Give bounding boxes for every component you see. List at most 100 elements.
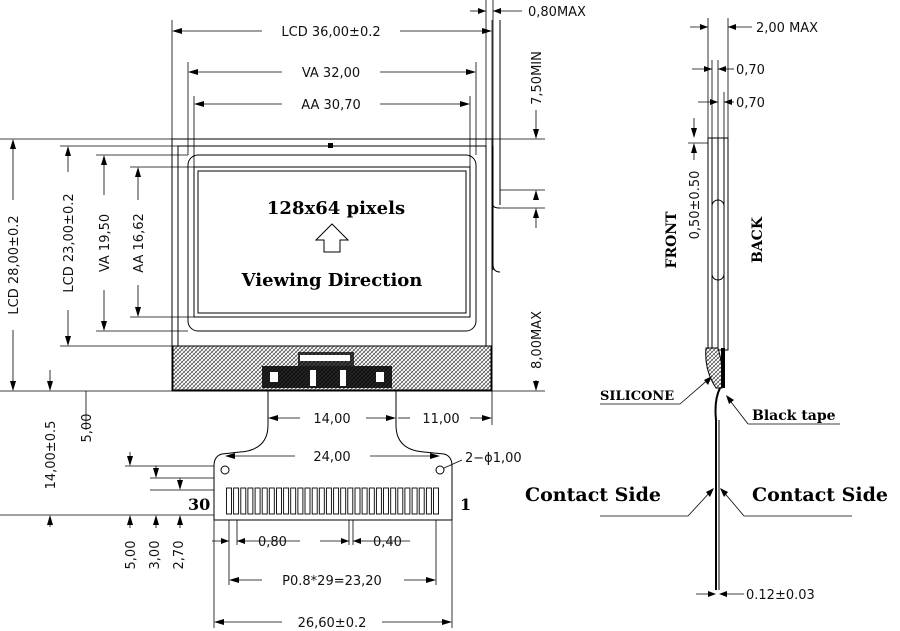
connector-pin xyxy=(318,487,325,515)
dim-side-max: 2,00 MAX xyxy=(690,18,818,138)
pin-last-label: 1 xyxy=(460,495,471,514)
svg-text:LCD 28,00±0.2: LCD 28,00±0.2 xyxy=(7,215,22,314)
active-area-inner xyxy=(197,170,467,314)
side-window xyxy=(711,199,725,281)
connector-pin xyxy=(240,487,247,515)
driver-chip xyxy=(262,352,392,388)
svg-text:26,60±0.2: 26,60±0.2 xyxy=(298,616,367,631)
dim-lcd-inner-height: LCD 23,00±0.2 xyxy=(60,145,178,347)
dim-pitch-a: 0,80 xyxy=(212,520,300,550)
connector-pin xyxy=(254,487,261,515)
connector-pin xyxy=(283,487,290,515)
connector-pin xyxy=(383,487,389,515)
viewing-area xyxy=(187,154,477,332)
dim-aa-height: AA 16,62 xyxy=(130,166,194,318)
svg-text:7,50MIN: 7,50MIN xyxy=(530,51,545,105)
backlight-frame xyxy=(177,145,487,347)
resolution-label: 128x64 pixels xyxy=(267,198,405,219)
dim-va-width: VA 32,00 xyxy=(187,62,477,155)
svg-text:0,80MAX: 0,80MAX xyxy=(528,5,586,20)
connector-pin xyxy=(290,487,297,515)
dim-tail-offset: 5,00 xyxy=(80,391,95,442)
svg-text:LCD 23,00±0.2: LCD 23,00±0.2 xyxy=(62,193,77,292)
dim-top-thickness: 0,80MAX xyxy=(470,0,586,273)
dim-top-margin: 7,50MIN xyxy=(492,51,545,228)
front-view: 128x64 pixels Viewing Direction 30 1 LCD… xyxy=(0,0,586,631)
svg-text:0,50±0.50: 0,50±0.50 xyxy=(688,171,703,240)
pin-first-label: 30 xyxy=(188,495,210,514)
connector-pin xyxy=(325,487,332,515)
svg-text:AA 30,70: AA 30,70 xyxy=(301,98,361,113)
connector-pin xyxy=(368,487,375,515)
connector-pin xyxy=(333,487,340,515)
connector-pin xyxy=(276,487,282,515)
svg-text:Black tape: Black tape xyxy=(752,408,836,424)
connector-pin xyxy=(418,487,425,515)
svg-text:0.12±0.03: 0.12±0.03 xyxy=(746,588,815,603)
contact-side-callouts: Contact Side Contact Side xyxy=(525,484,888,517)
connector-pin xyxy=(340,487,347,515)
dim-hole-span: 24,00 xyxy=(225,450,440,465)
side-fpc xyxy=(714,387,721,590)
svg-text:2,00 MAX: 2,00 MAX xyxy=(756,21,818,36)
contact-side-right-label: Contact Side xyxy=(752,484,888,506)
top-nub xyxy=(328,143,333,148)
svg-text:SILICONE: SILICONE xyxy=(600,389,674,404)
svg-text:0,80: 0,80 xyxy=(258,535,287,550)
mount-hole-right xyxy=(435,465,445,475)
dim-pitch-total: P0.8*29=23,20 xyxy=(228,520,437,589)
dim-connector-width: 26,60±0.2 xyxy=(213,520,453,631)
dim-lcd-width: LCD 36,00±0.2 xyxy=(171,20,493,139)
svg-text:0,70: 0,70 xyxy=(736,63,765,78)
connector-pins xyxy=(226,487,439,515)
connector-pin xyxy=(390,487,397,515)
connector-pin xyxy=(375,487,382,515)
dim-bottom-max: 8,00MAX xyxy=(492,189,545,392)
dim-aa-width: AA 30,70 xyxy=(193,96,471,167)
connector-pin xyxy=(425,487,432,515)
viewing-direction-arrow-icon xyxy=(314,223,350,253)
svg-text:11,00: 11,00 xyxy=(422,412,459,427)
viewing-direction-label: Viewing Direction xyxy=(241,270,423,291)
active-area-outer xyxy=(193,166,471,318)
mount-hole-left xyxy=(220,465,230,475)
svg-text:0,40: 0,40 xyxy=(373,535,402,550)
svg-text:8,00MAX: 8,00MAX xyxy=(530,311,545,369)
dim-side-layer-b: 0,70 xyxy=(698,92,765,138)
connector-pin xyxy=(261,487,268,515)
back-label: BACK xyxy=(750,216,766,263)
connector-pin xyxy=(397,487,404,515)
dim-fpc-thickness: 0.12±0.03 xyxy=(696,588,815,603)
connector-pin xyxy=(247,487,254,515)
svg-text:5,00: 5,00 xyxy=(124,541,139,570)
connector-pin xyxy=(268,487,275,515)
svg-text:P0.8*29=23,20: P0.8*29=23,20 xyxy=(282,574,382,589)
connector-pin xyxy=(297,487,304,515)
side-view: 2,00 MAX 0,70 0,70 0,50±0.50 FR xyxy=(525,18,888,603)
black-tape xyxy=(721,348,725,388)
dim-fpc-width: 14,00 xyxy=(268,412,396,427)
svg-text:0,70: 0,70 xyxy=(736,96,765,111)
svg-text:VA 19,50: VA 19,50 xyxy=(98,214,113,272)
connector-pin xyxy=(304,487,311,515)
dim-holes: 2−ϕ1,00 xyxy=(443,451,522,469)
svg-text:24,00: 24,00 xyxy=(313,450,350,465)
connector-pin xyxy=(354,487,361,515)
svg-text:AA 16,62: AA 16,62 xyxy=(132,213,147,273)
fpc-tail xyxy=(213,391,269,520)
contact-side-left-label: Contact Side xyxy=(525,484,661,506)
black-tape-callout: Black tape xyxy=(726,395,840,425)
connector-pin xyxy=(233,487,240,515)
svg-text:14,00: 14,00 xyxy=(313,412,350,427)
svg-text:2,70: 2,70 xyxy=(172,541,187,570)
front-label: FRONT xyxy=(664,211,680,269)
svg-text:VA 32,00: VA 32,00 xyxy=(302,66,360,81)
dim-side-gap: 0,50±0.50 xyxy=(688,118,708,239)
dim-left-stack: 5,00 3,00 2,70 xyxy=(124,452,214,569)
dim-fpc-right: 11,00 xyxy=(398,391,493,427)
lcd-outline xyxy=(171,138,493,392)
connector-pin xyxy=(404,487,411,515)
connector-pin xyxy=(361,487,368,515)
